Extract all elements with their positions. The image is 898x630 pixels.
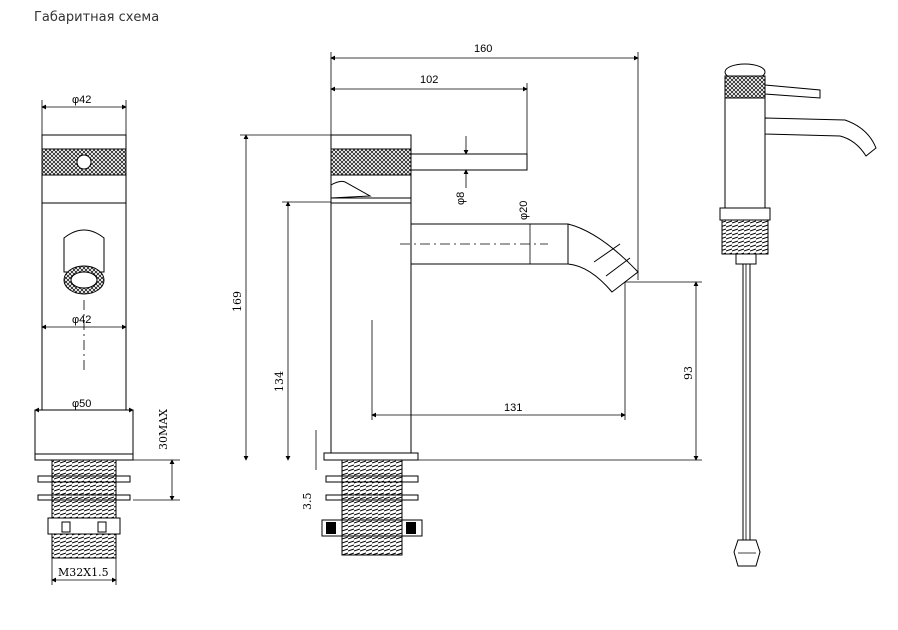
front-top-diameter-label: φ42 [72, 94, 91, 106]
handle-diameter-label: φ8 [455, 192, 467, 205]
handle-width-label: 102 [420, 74, 438, 86]
thread-label: M32X1.5 [58, 566, 109, 579]
page-title: Габаритная схема [34, 10, 160, 25]
total-height-label: 169 [231, 291, 244, 312]
front-base-diameter-label: φ50 [72, 398, 91, 410]
thickness-max-label: 30MAX [157, 409, 170, 450]
front-mid-diameter-label: φ42 [72, 314, 91, 326]
outlet-height-label: 93 [682, 366, 695, 380]
base-gap-label: 3.5 [301, 493, 314, 511]
side-view: 160 102 169 134 φ8 [231, 43, 702, 556]
spout-reach-label: 131 [504, 402, 522, 414]
spout-diameter-label: φ20 [518, 201, 530, 220]
total-width-label: 160 [474, 43, 492, 55]
spout-height-label: 134 [273, 371, 286, 392]
front-view: φ42 φ42 φ50 30MAX [34, 94, 180, 585]
isometric-view [719, 63, 877, 567]
